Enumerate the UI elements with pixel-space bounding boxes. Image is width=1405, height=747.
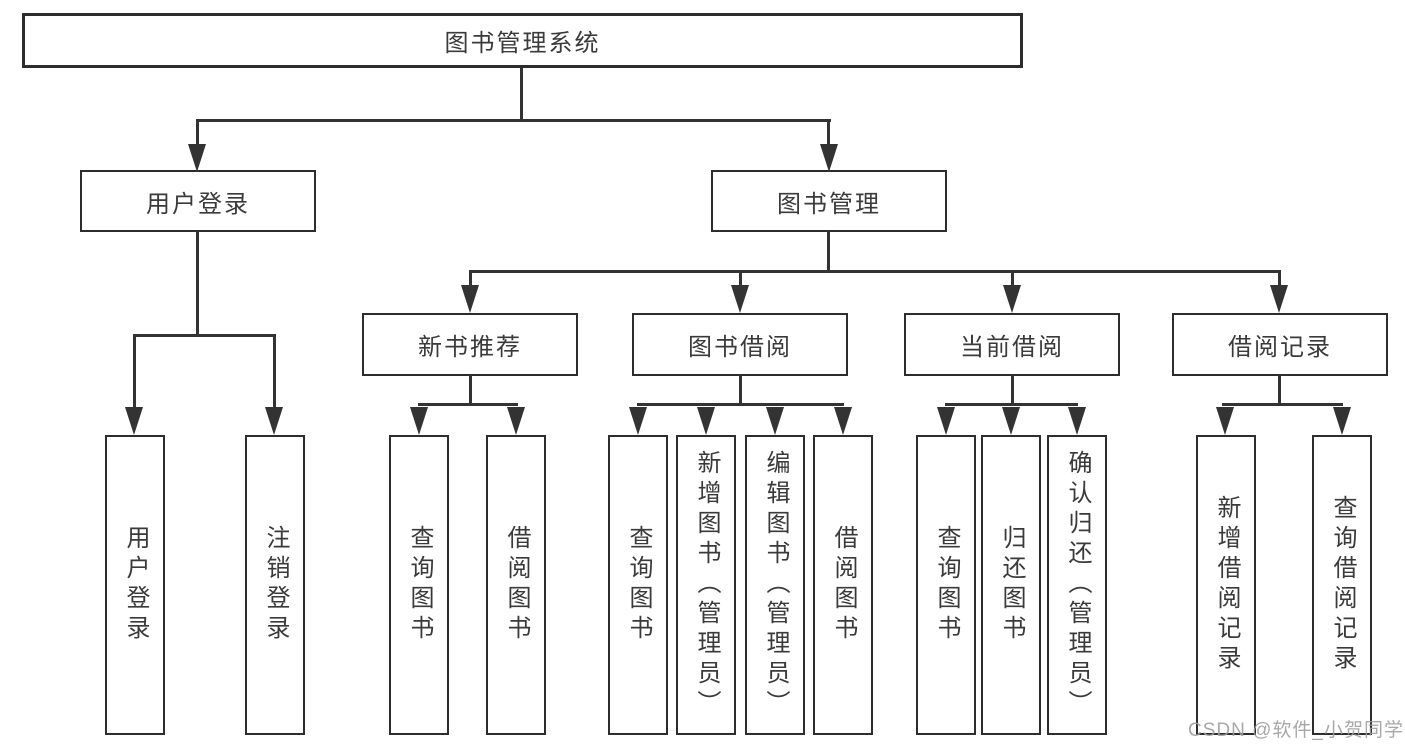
- node-root-label: 图书管理系统: [444, 30, 601, 57]
- connector-line: [827, 119, 830, 148]
- connector-line: [739, 270, 742, 288]
- connector-line: [196, 119, 199, 148]
- connector-line: [469, 270, 1281, 273]
- connector-line: [133, 334, 136, 411]
- node-label: 图书管理: [777, 190, 881, 218]
- connector-line: [1222, 403, 1343, 406]
- leaf-add-book-admin: 新增图书（管理员）: [676, 435, 736, 735]
- connector-line: [469, 375, 472, 406]
- connector-line: [469, 270, 472, 288]
- arrow-down-icon: [1003, 285, 1021, 313]
- connector-line: [739, 375, 742, 406]
- leaf-query-book-1: 查询图书: [389, 435, 449, 735]
- leaf-label: 查询图书: [406, 525, 433, 645]
- leaf-add-borrow-record: 新增借阅记录: [1196, 435, 1256, 735]
- leaf-user-login: 用户登录: [105, 435, 165, 735]
- connector-line: [1011, 375, 1014, 406]
- arrow-down-icon: [1216, 407, 1234, 435]
- arrow-down-icon: [937, 407, 955, 435]
- leaf-label: 确认归还（管理员）: [1064, 450, 1091, 720]
- connector-line: [133, 334, 276, 337]
- node-label: 当前借阅: [960, 334, 1064, 361]
- connector-line: [945, 403, 1078, 406]
- node-label: 新书推荐: [418, 334, 522, 361]
- connector-line: [520, 68, 523, 121]
- node-root: 图书管理系统: [22, 13, 1023, 68]
- connector-line: [827, 231, 830, 273]
- arrow-down-icon: [766, 407, 784, 435]
- leaf-label: 借阅图书: [503, 525, 530, 645]
- leaf-label: 注销登录: [262, 525, 289, 645]
- arrow-down-icon: [834, 407, 852, 435]
- leaf-label: 新增借阅记录: [1213, 495, 1240, 675]
- leaf-label: 编辑图书（管理员）: [762, 450, 789, 720]
- arrow-down-icon: [1002, 407, 1020, 435]
- leaf-label: 借阅图书: [830, 525, 857, 645]
- arrow-down-icon: [265, 407, 283, 435]
- arrow-down-icon: [1270, 285, 1288, 313]
- leaf-query-book-3: 查询图书: [916, 435, 976, 735]
- node-borrow-record: 借阅记录: [1172, 313, 1388, 376]
- node-label: 用户登录: [146, 190, 250, 218]
- arrow-down-icon: [188, 144, 206, 172]
- arrow-down-icon: [629, 407, 647, 435]
- leaf-label: 查询图书: [625, 525, 652, 645]
- leaf-query-book-2: 查询图书: [608, 435, 668, 735]
- leaf-label: 用户登录: [122, 525, 149, 645]
- leaf-borrow-book-2: 借阅图书: [813, 435, 873, 735]
- connector-line: [273, 334, 276, 411]
- leaf-label: 新增图书（管理员）: [693, 450, 720, 720]
- leaf-query-borrow-record: 查询借阅记录: [1312, 435, 1372, 735]
- arrow-down-icon: [731, 285, 749, 313]
- arrow-down-icon: [125, 407, 143, 435]
- connector-line: [197, 119, 831, 122]
- node-book-management: 图书管理: [711, 170, 947, 232]
- arrow-down-icon: [697, 407, 715, 435]
- node-book-borrow: 图书借阅: [632, 313, 848, 376]
- node-label: 借阅记录: [1228, 334, 1332, 361]
- arrow-down-icon: [820, 144, 838, 172]
- arrow-down-icon: [507, 407, 525, 435]
- csdn-watermark: CSDN @软件_小贺同学: [1188, 720, 1404, 741]
- node-user-login-branch: 用户登录: [80, 170, 316, 232]
- leaf-return-book: 归还图书: [981, 435, 1041, 735]
- leaf-confirm-return-admin: 确认归还（管理员）: [1047, 435, 1107, 735]
- node-current-borrow: 当前借阅: [904, 313, 1120, 376]
- connector-line: [1278, 375, 1281, 406]
- connector-line: [1011, 270, 1014, 288]
- connector-line: [196, 231, 199, 337]
- leaf-label: 查询借阅记录: [1329, 495, 1356, 675]
- node-label: 图书借阅: [688, 334, 792, 361]
- connector-line: [637, 403, 844, 406]
- node-new-book-recommend: 新书推荐: [362, 313, 578, 376]
- arrow-down-icon: [1333, 407, 1351, 435]
- connector-line: [1278, 270, 1281, 288]
- arrow-down-icon: [1068, 407, 1086, 435]
- connector-line: [418, 403, 518, 406]
- arrow-down-icon: [410, 407, 428, 435]
- leaf-logout: 注销登录: [245, 435, 305, 735]
- leaf-borrow-book-1: 借阅图书: [486, 435, 546, 735]
- leaf-edit-book-admin: 编辑图书（管理员）: [745, 435, 805, 735]
- arrow-down-icon: [461, 285, 479, 313]
- leaf-label: 查询图书: [933, 525, 960, 645]
- leaf-label: 归还图书: [998, 525, 1025, 645]
